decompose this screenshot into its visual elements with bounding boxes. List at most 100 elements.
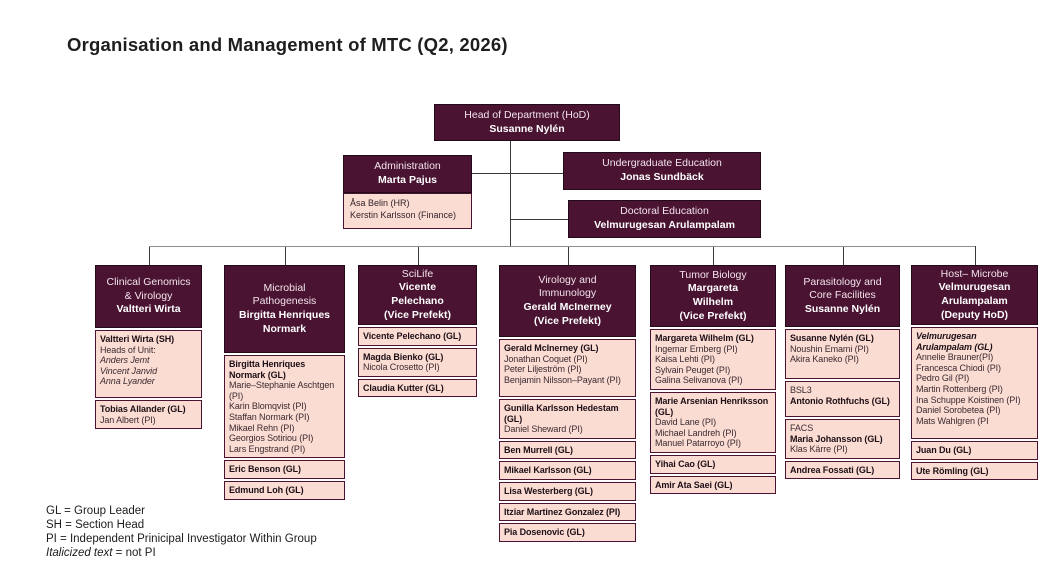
staff-entry: Åsa Belin (HR) <box>350 198 410 208</box>
person-entry: Francesca Chiodi (PI) <box>916 362 1001 373</box>
person-entry: Vicente Pelechano (GL) <box>363 331 462 341</box>
department-header-line: Susanne Nylén <box>804 302 881 315</box>
department-header-line: Host– Microbe <box>940 267 1009 280</box>
department-header-line: (Vice Prefekt) <box>679 309 747 322</box>
department-header-line: (Vice Prefekt) <box>384 308 451 321</box>
person-entry: Margareta Wilhelm (GL) <box>655 333 754 343</box>
person-entry: Peter Liljeström (PI) <box>504 364 582 375</box>
connector-drop-scilife <box>418 246 419 265</box>
person-entry: Mikael Rehn (PI) <box>229 422 295 433</box>
person-entry: David Lane (PI) <box>655 417 717 428</box>
department-header-line: Wilhelm <box>692 296 734 308</box>
person-entry: Lars Engstrand (PI) <box>229 443 306 454</box>
person-entry: Sylvain Peuget (PI) <box>655 364 731 375</box>
group-section: Velmurugesan Arulampalam (GL)Annelie Bra… <box>911 327 1038 439</box>
person-entry: Georgios Sotiriou (PI) <box>229 433 314 444</box>
person-entry: Velmurugesan Arulampalam (GL) <box>916 331 993 352</box>
staff-entry: Kerstin Karlsson (Finance) <box>350 210 457 221</box>
person-entry: Heads of Unit: <box>100 344 156 355</box>
person-entry: Nicola Crosetto (PI) <box>363 362 440 373</box>
person-entry: Ben Murrell (GL) <box>504 444 573 455</box>
group-section: Tobias Allander (GL)Jan Albert (PI) <box>95 400 202 430</box>
person-entry: Jan Albert (PI) <box>100 414 156 425</box>
legend: GL = Group Leader SH = Section Head PI =… <box>46 504 317 560</box>
group-section: Eric Benson (GL) <box>224 460 345 480</box>
legend-italic-rest: = not PI <box>112 547 156 560</box>
group-section: Pia Dosenovic (GL) <box>499 523 636 542</box>
doctoral-title: Doctoral Education <box>620 205 709 218</box>
connector-drop-tumor-biology <box>713 246 714 265</box>
administration-name: Marta Pajus <box>378 174 437 186</box>
hod-title: Head of Department (HoD) <box>464 108 590 121</box>
department-header-line: Virology and <box>538 273 597 286</box>
group-section: Lisa Westerberg (GL) <box>499 482 636 501</box>
person-entry: Galina Selivanova (PI) <box>655 375 743 386</box>
connector-drop-parasitology-and-core-facilities <box>843 246 844 265</box>
person-entry: Susanne Nylén (GL) <box>790 333 874 343</box>
person-entry: Ingemar Ernberg (PI) <box>655 343 738 354</box>
group-section: Amir Ata Saei (GL) <box>650 475 776 495</box>
group-section: Susanne Nylén (GL)Noushin Emami (PI)Akir… <box>785 329 900 379</box>
doctoral-education-box: Doctoral Education Velmurugesan Arulampa… <box>568 200 761 238</box>
person-entry: Claudia Kutter (GL) <box>363 382 444 393</box>
doctoral-name: Velmurugesan Arulampalam <box>594 219 735 231</box>
person-entry: Andrea Fossati (GL) <box>790 464 875 475</box>
department-header-line: Immunology <box>538 287 597 300</box>
person-entry: Edmund Loh (GL) <box>229 485 304 496</box>
department-header-line: Microbial <box>263 281 306 294</box>
group-section: Valtteri Wirta (SH)Heads of Unit:Anders … <box>95 330 202 398</box>
person-entry: Akira Kaneko (PI) <box>790 354 859 365</box>
department-header-line: Pelechano <box>391 295 444 307</box>
department-header-line: (Deputy HoD) <box>940 308 1009 321</box>
person-entry: Juan Du (GL) <box>916 445 972 455</box>
person-entry: Karin Blomqvist (PI) <box>229 401 307 412</box>
undergraduate-name: Jonas Sundbäck <box>620 171 704 183</box>
person-entry: Staffan Normark (PI) <box>229 412 310 423</box>
person-entry: Anna Lyander <box>100 376 155 387</box>
person-entry: Birgitta Henriques Normark (GL) <box>229 359 306 380</box>
person-entry: FACS <box>790 423 814 433</box>
person-entry: Annelie Brauner(PI) <box>916 352 994 363</box>
department-header-line: Birgitta Henriques <box>238 309 330 321</box>
group-section: Gunilla Karlsson Hedestam (GL)Daniel She… <box>499 399 636 439</box>
department-header-line: Tumor Biology <box>679 268 747 281</box>
legend-line-gl: GL = Group Leader <box>46 505 145 517</box>
department-header-line: Margareta <box>687 282 739 295</box>
person-entry: Jonathan Coquet (PI) <box>504 353 588 364</box>
group-section: Mikael Karlsson (GL) <box>499 461 636 481</box>
person-entry: Ute Römling (GL) <box>916 465 989 476</box>
person-entry: Pia Dosenovic (GL) <box>504 527 585 538</box>
person-entry: BSL3 <box>790 385 812 395</box>
connector-distribution-line <box>149 246 975 247</box>
connector-drop-virology-and-immunology <box>568 246 569 265</box>
department-header-line: Normark <box>262 322 307 335</box>
group-section: Claudia Kutter (GL) <box>358 378 477 398</box>
group-section: Andrea Fossati (GL) <box>785 460 900 480</box>
person-entry: Benjamin Nilsson–Payant (PI) <box>504 374 621 385</box>
person-entry: Valtteri Wirta (SH) <box>100 334 175 344</box>
person-entry: Marie–Stephanie Aschtgen (PI) <box>229 380 335 401</box>
connector-doctoral <box>510 219 568 220</box>
person-entry: Antonio Rothfuchs (GL) <box>790 395 890 406</box>
person-entry: Gerald McInerney (GL) <box>504 343 599 353</box>
department-header-line: & Virology <box>124 289 173 302</box>
department-header-line: Valtteri Wirta <box>116 303 181 316</box>
page-title: Organisation and Management of MTC (Q2, … <box>67 34 508 55</box>
person-entry: Mikael Karlsson (GL) <box>504 465 592 476</box>
group-section: Margareta Wilhelm (GL)Ingemar Ernberg (P… <box>650 329 776 391</box>
person-entry: Manuel Patarroyo (PI) <box>655 438 741 449</box>
person-entry: Magda Bienko (GL) <box>363 351 444 362</box>
